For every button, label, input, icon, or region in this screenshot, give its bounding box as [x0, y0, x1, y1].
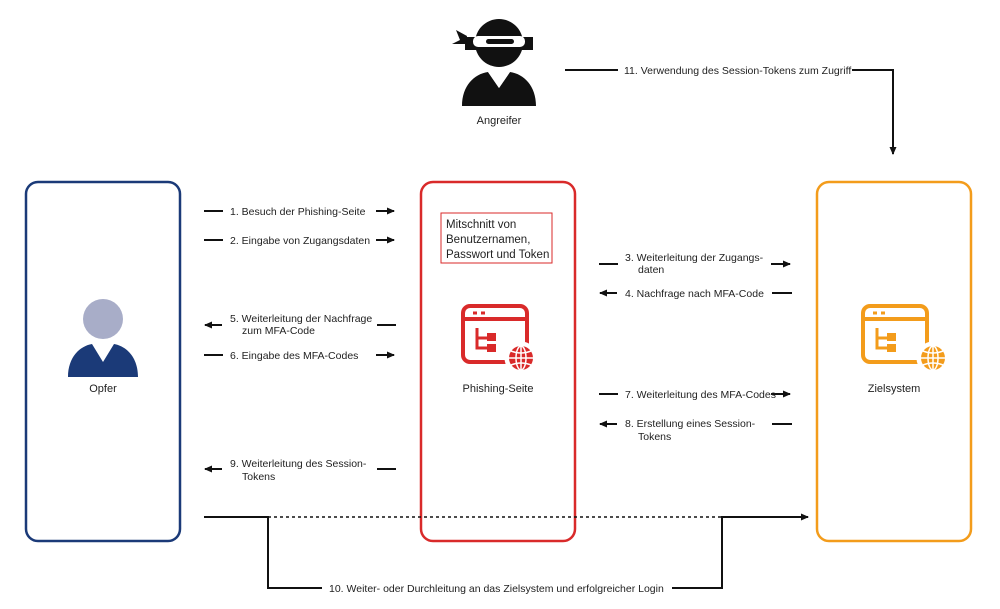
step-8: 8. Erstellung eines Session- Tokens	[599, 418, 792, 443]
step-4: 4. Nachfrage nach MFA-Code	[599, 288, 792, 300]
capture-note: Mitschnitt von Benutzernamen, Passwort u…	[446, 219, 549, 261]
victim-label: Opfer	[89, 383, 117, 395]
step-2: 2. Eingabe von Zugangsdaten	[204, 235, 395, 247]
label-step-2: 2. Eingabe von Zugangsdaten	[230, 235, 370, 247]
target-label: Zielsystem	[868, 383, 921, 395]
label-step-6: 6. Eingabe des MFA-Codes	[230, 350, 358, 362]
label-step-11: 11. Verwendung des Session-Tokens zum Zu…	[624, 65, 851, 77]
step-9: 9. Weiterleitung des Session- Tokens	[204, 458, 396, 483]
label-step-1: 1. Besuch der Phishing-Seite	[230, 206, 366, 218]
arrow-step-11-tail	[852, 69, 897, 155]
phishing-label: Phishing-Seite	[463, 383, 534, 395]
step-1: 1. Besuch der Phishing-Seite	[204, 206, 395, 218]
phishing-box	[419, 180, 577, 543]
arrow-step-10	[204, 516, 322, 589]
label-step-4: 4. Nachfrage nach MFA-Code	[625, 288, 764, 300]
attacker-icon	[452, 19, 536, 106]
label-step-8: 8. Erstellung eines Session- Tokens	[625, 418, 758, 443]
label-step-10: 10. Weiter- oder Durchleitung an das Zie…	[329, 583, 664, 595]
step-7: 7. Weiterleitung des MFA-Codes	[599, 389, 791, 401]
user-icon	[68, 299, 138, 377]
web-app-globe-icon	[861, 304, 950, 375]
target-box	[815, 180, 973, 543]
label-step-9: 9. Weiterleitung des Session- Tokens	[230, 458, 369, 483]
step-5: 5. Weiterleitung der Nachfrage zum MFA-C…	[204, 313, 396, 337]
victim-box	[24, 180, 182, 543]
arrow-step-10-tail	[672, 513, 809, 589]
web-app-globe-icon	[461, 304, 538, 375]
step-3: 3. Weiterleitung der Zugangs- daten	[599, 252, 791, 276]
label-step-5: 5. Weiterleitung der Nachfrage zum MFA-C…	[230, 313, 375, 337]
label-step-7: 7. Weiterleitung des MFA-Codes	[625, 389, 776, 401]
attacker-label: Angreifer	[477, 115, 522, 127]
label-step-3: 3. Weiterleitung der Zugangs- daten	[625, 252, 766, 276]
step-6: 6. Eingabe des MFA-Codes	[204, 350, 395, 362]
capture-note-box	[440, 212, 553, 264]
